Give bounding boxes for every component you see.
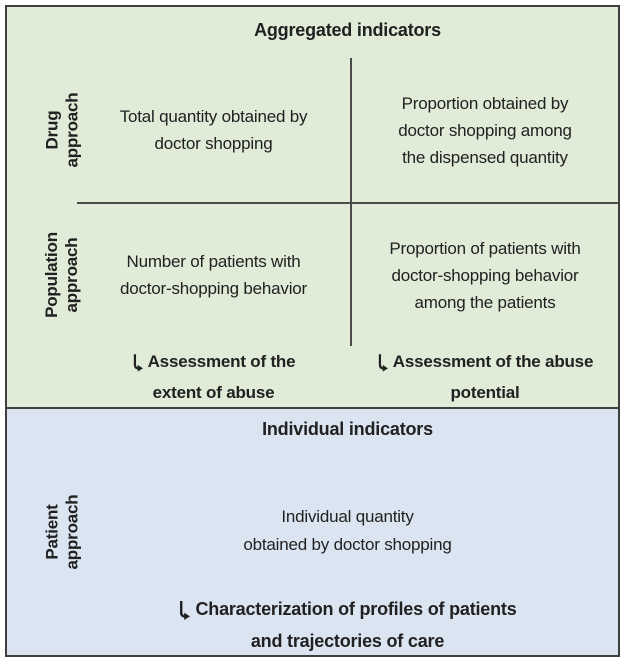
cell-individual-quantity: Individual quantity obtained by doctor s… <box>243 507 452 554</box>
cell-number-patients: Number of patients with doctor-shopping … <box>119 252 308 298</box>
patient-approach-label-text: Patient approach <box>41 494 81 569</box>
population-approach-label-text: Population approach <box>41 232 81 318</box>
assessment-extent-line1: Assessment of the <box>147 352 296 371</box>
assessment-extent-line2: extent of abuse <box>152 382 275 402</box>
characterization-label: Characterization of profiles of patients… <box>77 596 618 655</box>
assessment-extent-line1-wrap: Assessment of the <box>132 349 296 375</box>
assessment-potential-label: Assessment of the abuse potential <box>352 349 618 406</box>
bent-arrow-icon <box>180 600 191 620</box>
characterization-line1-wrap: Characterization of profiles of patients <box>178 596 517 623</box>
bent-arrow-icon <box>378 353 388 372</box>
assessment-extent-label: Assessment of the extent of abuse <box>77 349 350 406</box>
cell-proportion-patients: Proportion of patients with doctor-shopp… <box>389 238 581 312</box>
characterization-line1: Characterization of profiles of patients <box>195 599 517 619</box>
aggregated-section-title: Aggregated indicators <box>254 20 441 40</box>
row-divider-line <box>77 202 618 204</box>
drug-approach-label-text: Drug approach <box>41 92 81 168</box>
characterization-line2: and trajectories of care <box>250 630 445 651</box>
assessment-potential-line1: Assessment of the abuse <box>392 352 594 371</box>
aggregated-indicators-section: Aggregated indicators Drug approach Tota… <box>7 7 618 409</box>
bent-arrow-icon <box>133 353 143 372</box>
assessment-potential-line2: potential <box>450 382 520 402</box>
individual-section-title: Individual indicators <box>262 419 433 439</box>
cell-total-quantity: Total quantity obtained by doctor shoppi… <box>119 107 308 153</box>
assessment-potential-line1-wrap: Assessment of the abuse <box>377 349 593 375</box>
doctor-shopping-indicator-matrix: Aggregated indicators Drug approach Tota… <box>5 5 620 657</box>
cell-proportion-quantity: Proportion obtained by doctor shopping a… <box>398 93 572 167</box>
individual-indicators-section: Individual indicators Patient approach I… <box>7 409 618 655</box>
